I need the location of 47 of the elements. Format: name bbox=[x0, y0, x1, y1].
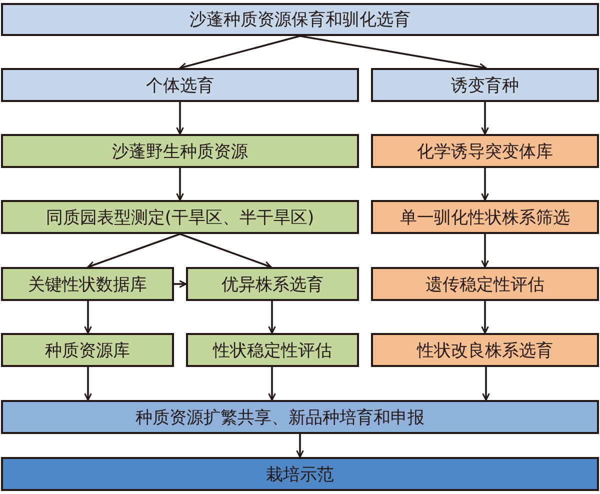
arrow bbox=[300, 35, 487, 71]
box-label: 诱变育种 bbox=[451, 74, 519, 96]
arrow bbox=[481, 168, 489, 201]
box-label: 性状改良株系选育 bbox=[417, 340, 553, 362]
arrow bbox=[84, 301, 92, 334]
heading-box bbox=[1, 3, 599, 36]
box-label: 优异株系选育 bbox=[222, 274, 324, 296]
box-label: 遗传稳定性评估 bbox=[426, 274, 544, 296]
process-box bbox=[1, 457, 599, 491]
arrow bbox=[176, 102, 184, 135]
box-label: 沙蓬野生种质资源 bbox=[112, 140, 248, 162]
arrow bbox=[481, 102, 489, 135]
box-label: 种质资源库 bbox=[45, 340, 130, 362]
process-box bbox=[186, 333, 359, 367]
process-box bbox=[1, 134, 359, 168]
box-label: 关键性状数据库 bbox=[28, 274, 147, 296]
arrow bbox=[176, 168, 184, 201]
process-box bbox=[1, 400, 599, 434]
box-label: 个体选育 bbox=[146, 74, 214, 96]
box-label: 同质园表型测定(干旱区、半干旱区) bbox=[46, 206, 314, 228]
process-box bbox=[371, 200, 599, 234]
process-box bbox=[1, 200, 359, 234]
process-box bbox=[1, 333, 174, 367]
box-label: 化学诱导突变体库 bbox=[417, 140, 553, 162]
process-box bbox=[186, 267, 359, 301]
arrow bbox=[481, 301, 489, 334]
box-label: 沙蓬种质资源保育和驯化选育 bbox=[190, 9, 410, 31]
box-label: 性状稳定性评估 bbox=[213, 340, 332, 362]
box-label: 栽培示范 bbox=[266, 464, 334, 486]
box-label: 种质资源扩繁共享、新品种培育和申报 bbox=[136, 406, 424, 428]
arrow bbox=[174, 280, 187, 288]
arrow bbox=[482, 367, 490, 401]
arrow bbox=[268, 367, 276, 401]
arrow bbox=[84, 367, 92, 401]
process-box bbox=[371, 68, 599, 102]
process-box bbox=[371, 134, 599, 168]
arrow bbox=[180, 233, 272, 269]
arrow bbox=[268, 301, 276, 334]
arrow bbox=[481, 234, 489, 268]
arrow bbox=[87, 233, 180, 269]
process-box bbox=[1, 68, 359, 102]
box-label: 单一驯化性状株系筛选 bbox=[400, 206, 570, 228]
arrow bbox=[296, 434, 304, 458]
arrow bbox=[179, 35, 300, 70]
process-box bbox=[371, 267, 599, 301]
process-box bbox=[371, 333, 599, 367]
process-box bbox=[1, 267, 174, 301]
